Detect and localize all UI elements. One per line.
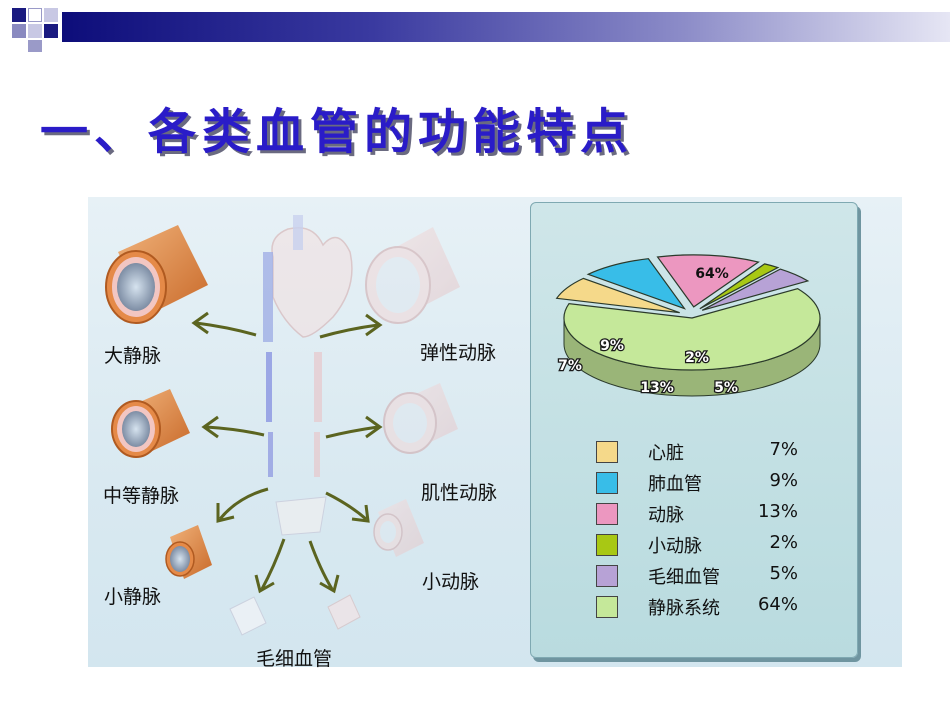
large-vein-tube — [105, 225, 208, 324]
arrow-to-muscular-artery — [325, 415, 383, 439]
deco-square — [28, 8, 42, 22]
deco-square — [44, 8, 58, 22]
legend-item: 肺血管 9% — [596, 468, 798, 495]
legend-value: 2% — [769, 532, 798, 553]
deco-square — [12, 8, 26, 22]
deco-square — [28, 40, 42, 52]
legend-item: 小动脉 2% — [596, 530, 798, 557]
arrow-to-capillary-right — [308, 540, 340, 594]
deco-square — [28, 24, 42, 38]
legend-label: 小动脉 — [648, 536, 702, 557]
deco-square — [44, 24, 58, 38]
legend-swatch — [596, 565, 618, 587]
legend-label: 毛细血管 — [648, 567, 720, 588]
label-small-vein: 小静脉 — [104, 586, 162, 608]
elastic-artery-tube — [365, 227, 460, 324]
legend-label: 静脉系统 — [648, 598, 720, 619]
small-vein-tube — [165, 525, 212, 579]
arrows — [191, 311, 383, 594]
small-artery-tube — [373, 499, 424, 557]
deco-square — [12, 24, 26, 38]
arrow-to-elastic-artery — [319, 313, 383, 339]
legend-value: 64% — [757, 594, 798, 615]
vessel-drawing — [105, 215, 460, 636]
chart-panel — [530, 202, 858, 658]
label-muscular-artery: 肌性动脉 — [421, 482, 498, 504]
heart-icon — [263, 215, 353, 342]
legend-swatch — [596, 441, 618, 463]
legend-label: 动脉 — [648, 505, 684, 526]
medium-vein-tube — [111, 389, 190, 458]
capillary-tubes — [229, 594, 361, 636]
label-capillary: 毛细血管 — [256, 648, 333, 670]
legend-item: 静脉系统 64% — [596, 592, 798, 619]
label-large-vein: 大静脉 — [104, 345, 162, 367]
label-medium-vein: 中等静脉 — [103, 485, 180, 507]
arrow-to-medium-vein — [201, 415, 265, 439]
legend-swatch — [596, 472, 618, 494]
legend-item: 心脏 7% — [596, 437, 798, 464]
legend-swatch — [596, 503, 618, 525]
legend-value: 9% — [769, 470, 798, 491]
arrow-to-large-vein — [191, 311, 257, 337]
label-elastic-artery: 弹性动脉 — [420, 342, 497, 364]
legend-value: 13% — [757, 501, 798, 522]
arrow-to-small-vein — [216, 487, 269, 523]
arrow-to-capillary-left — [254, 538, 286, 594]
legend-label: 肺血管 — [648, 474, 702, 495]
muscular-artery-tube — [383, 383, 458, 454]
legend-item: 动脉 13% — [596, 499, 798, 526]
header-decoration — [0, 0, 950, 55]
header-gradient-bar — [62, 12, 950, 42]
arrow-to-small-artery — [325, 491, 370, 523]
legend-swatch — [596, 596, 618, 618]
legend-label: 心脏 — [648, 443, 684, 464]
page-title: 一、各类血管的功能特点 — [40, 104, 635, 160]
legend-value: 5% — [769, 563, 798, 584]
legend-value: 7% — [769, 439, 798, 460]
vessel-trunks — [266, 352, 327, 536]
label-small-artery: 小动脉 — [422, 571, 480, 593]
legend-swatch — [596, 534, 618, 556]
legend-item: 毛细血管 5% — [596, 561, 798, 588]
